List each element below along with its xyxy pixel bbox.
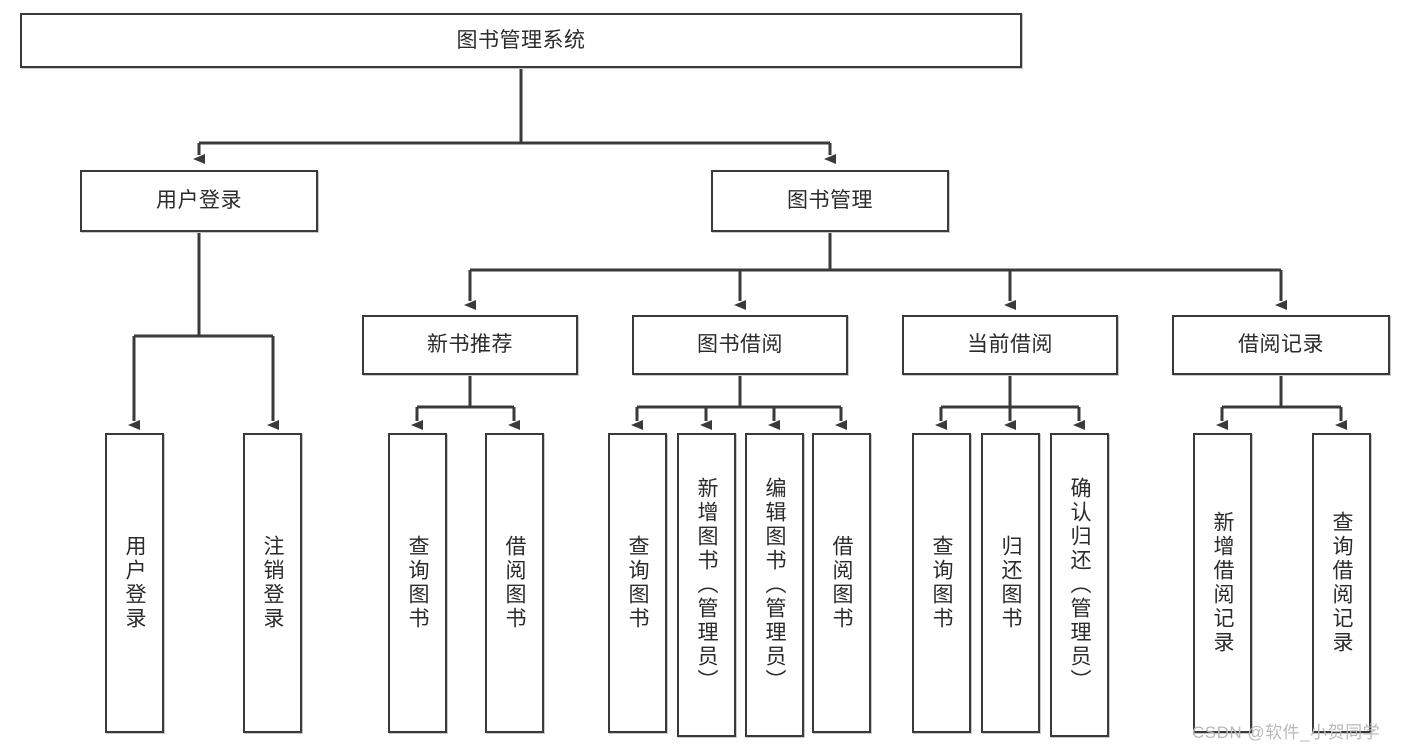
node-label: 借阅图书 (830, 535, 853, 631)
node-label: 编辑图书（管理员） (763, 477, 786, 693)
node-label: 查询图书 (406, 535, 429, 631)
node-label: 归还图书 (999, 535, 1022, 631)
node-leaf-user-login[interactable]: 用户登录 (105, 433, 164, 733)
node-label: 用户登录 (123, 535, 146, 631)
node-label: 新增图书（管理员） (695, 477, 718, 693)
node-label: 查询借阅记录 (1330, 511, 1353, 655)
node-label: 新书推荐 (427, 333, 513, 357)
node-label: 查询图书 (930, 535, 953, 631)
node-label: 确认归还（管理员） (1068, 477, 1091, 693)
node-new-book-recommend[interactable]: 新书推荐 (362, 315, 578, 375)
node-label: 图书管理系统 (456, 28, 586, 52)
node-book-management[interactable]: 图书管理 (711, 170, 949, 232)
node-label: 图书管理 (787, 189, 873, 213)
node-label: 借阅记录 (1238, 333, 1324, 357)
node-leaf-borrow-book-recommend[interactable]: 借阅图书 (485, 433, 544, 733)
node-leaf-query-book-current[interactable]: 查询图书 (912, 433, 971, 733)
node-leaf-confirm-return-admin[interactable]: 确认归还（管理员） (1050, 433, 1109, 737)
node-current-borrow[interactable]: 当前借阅 (902, 315, 1118, 375)
node-label: 借阅图书 (503, 535, 526, 631)
node-label: 注销登录 (261, 535, 284, 631)
node-label: 查询图书 (626, 535, 649, 631)
node-leaf-return-book[interactable]: 归还图书 (981, 433, 1040, 733)
node-user-login[interactable]: 用户登录 (80, 170, 318, 232)
node-leaf-logout[interactable]: 注销登录 (243, 433, 302, 733)
node-leaf-edit-book-admin[interactable]: 编辑图书（管理员） (745, 433, 804, 737)
node-leaf-add-borrow-record[interactable]: 新增借阅记录 (1193, 433, 1252, 733)
node-label: 图书借阅 (697, 333, 783, 357)
node-leaf-borrow-book[interactable]: 借阅图书 (812, 433, 871, 733)
node-label: 用户登录 (156, 189, 242, 213)
node-root-book-management-system[interactable]: 图书管理系统 (20, 13, 1022, 68)
node-label: 新增借阅记录 (1211, 511, 1234, 655)
node-leaf-query-borrow-record[interactable]: 查询借阅记录 (1312, 433, 1371, 733)
node-leaf-query-book-borrow[interactable]: 查询图书 (608, 433, 667, 733)
node-book-borrow[interactable]: 图书借阅 (632, 315, 848, 375)
node-leaf-add-book-admin[interactable]: 新增图书（管理员） (677, 433, 736, 737)
node-borrow-record[interactable]: 借阅记录 (1172, 315, 1390, 375)
node-leaf-query-book-recommend[interactable]: 查询图书 (388, 433, 447, 733)
node-label: 当前借阅 (967, 333, 1053, 357)
